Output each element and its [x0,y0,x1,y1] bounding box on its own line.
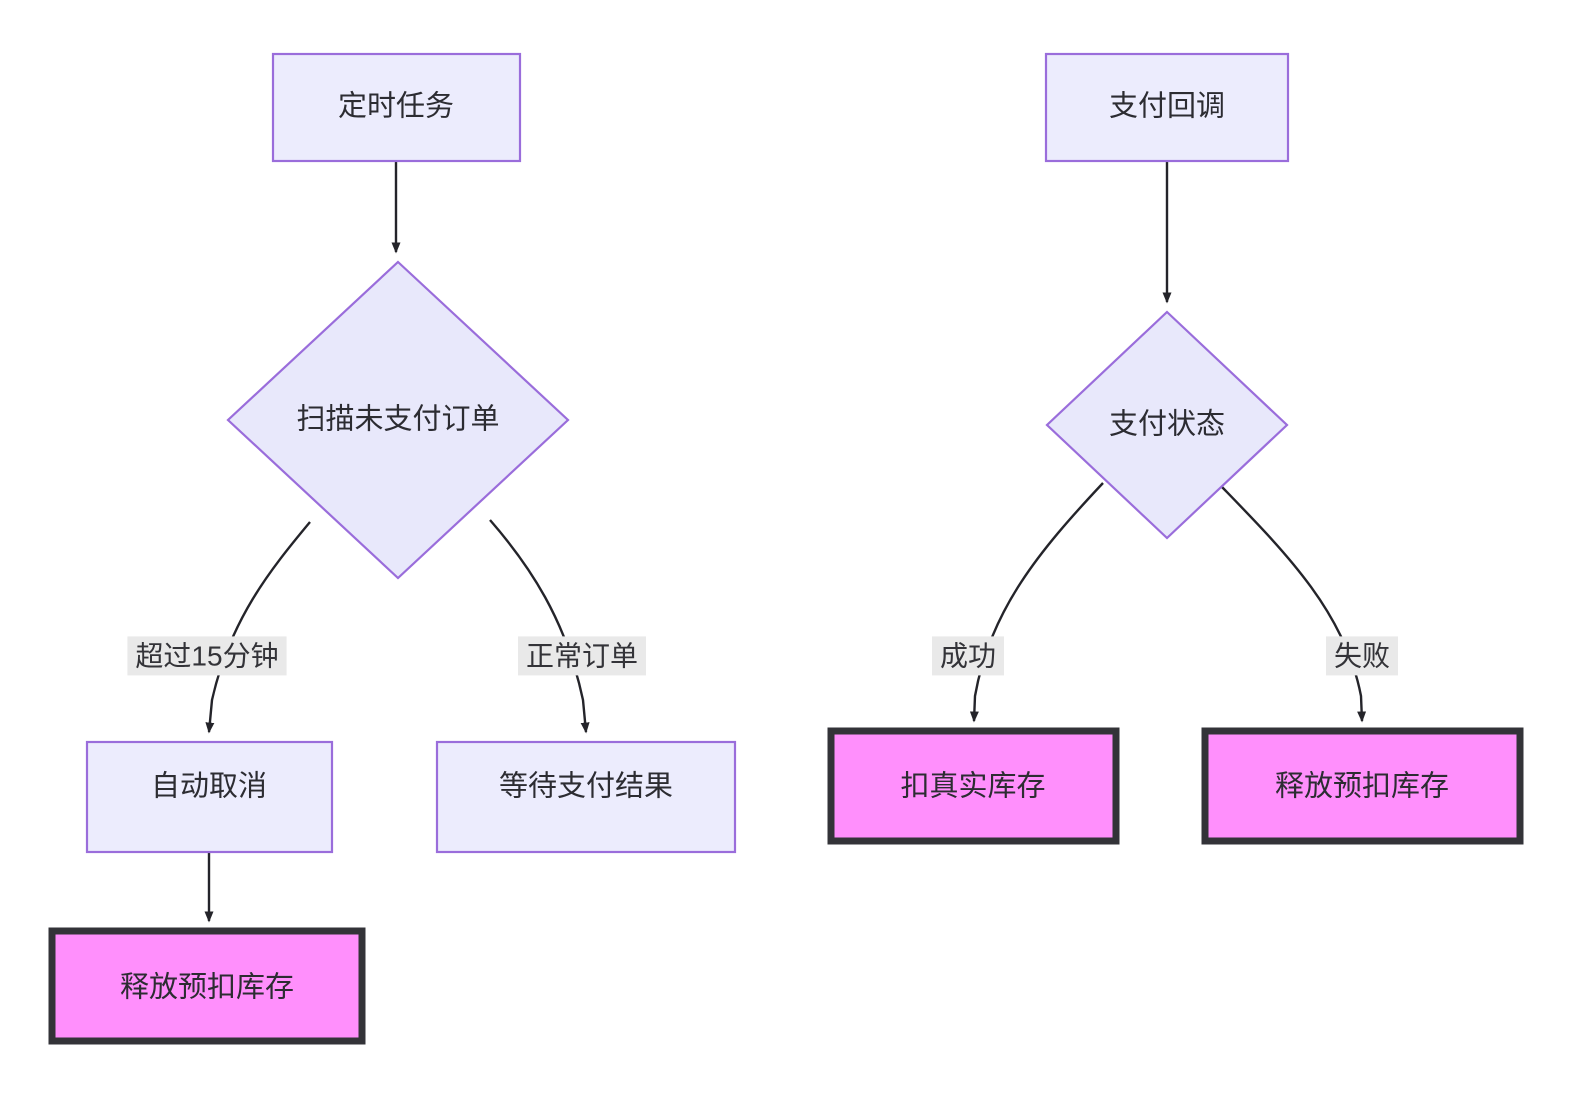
edge-label-over-15-minutes-text: 超过15分钟 [135,640,278,671]
node-timer-task-label: 定时任务 [338,90,454,123]
edge-status-to-release [1221,486,1367,723]
node-release-presale-stock-left-label: 释放预扣库存 [120,971,294,1004]
node-payment-status-shape[interactable] [1045,310,1289,540]
node-auto-cancel-label: 自动取消 [151,770,267,803]
node-deduct-real-stock-label: 扣真实库存 [900,770,1045,803]
edge-label-success: 成功 [931,636,1005,676]
node-wait-payment-result-label: 等待支付结果 [499,770,673,803]
node-timer-task-shape[interactable] [271,52,522,163]
edge-label-success-bg [931,636,1005,676]
nodes-layer: 定时任务 扫描未支付订单 自动取消 等待支付结果 释放预扣库存 支付回调 [48,52,1524,1045]
node-payment-callback-label: 支付回调 [1109,90,1225,123]
node-deduct-real-stock[interactable]: 扣真实库存 [827,727,1120,845]
node-release-presale-stock-right-shape[interactable] [1201,727,1524,845]
node-wait-payment-result[interactable]: 等待支付结果 [435,740,737,854]
node-release-presale-stock-left[interactable]: 释放预扣库存 [48,927,366,1045]
edge-scan-to-wait [489,519,590,734]
node-scan-unpaid-orders-shape[interactable] [226,260,570,580]
edge-label-normal-order-bg [517,636,647,676]
edge-scan-to-cancel [205,521,311,734]
node-release-presale-stock-left-shape[interactable] [48,927,366,1045]
node-scan-unpaid-orders-label: 扫描未支付订单 [296,403,499,436]
edge-label-failure: 失败 [1325,636,1399,676]
edges-layer [204,161,1367,923]
edge-status-to-deduct [969,482,1104,723]
edge-label-success-text: 成功 [940,640,996,671]
edge-label-over-15-minutes: 超过15分钟 [127,636,287,676]
edge-label-failure-text: 失败 [1334,640,1390,671]
node-wait-payment-result-shape[interactable] [435,740,737,854]
node-scan-unpaid-orders[interactable]: 扫描未支付订单 [226,260,570,580]
edge-labels-layer: 超过15分钟 正常订单 成功 失败 [127,636,1399,676]
edge-label-failure-bg [1325,636,1399,676]
node-payment-status[interactable]: 支付状态 [1045,310,1289,540]
node-timer-task[interactable]: 定时任务 [271,52,522,163]
node-payment-callback-shape[interactable] [1044,52,1290,163]
node-release-presale-stock-right[interactable]: 释放预扣库存 [1201,727,1524,845]
edge-label-over-15-minutes-bg [127,636,287,676]
node-payment-callback[interactable]: 支付回调 [1044,52,1290,163]
node-payment-status-label: 支付状态 [1109,408,1225,441]
node-auto-cancel-shape[interactable] [85,740,334,854]
node-deduct-real-stock-shape[interactable] [827,727,1120,845]
node-auto-cancel[interactable]: 自动取消 [85,740,334,854]
node-release-presale-stock-right-label: 释放预扣库存 [1275,770,1449,803]
edge-label-normal-order-text: 正常订单 [526,640,638,671]
edge-label-normal-order: 正常订单 [517,636,647,676]
